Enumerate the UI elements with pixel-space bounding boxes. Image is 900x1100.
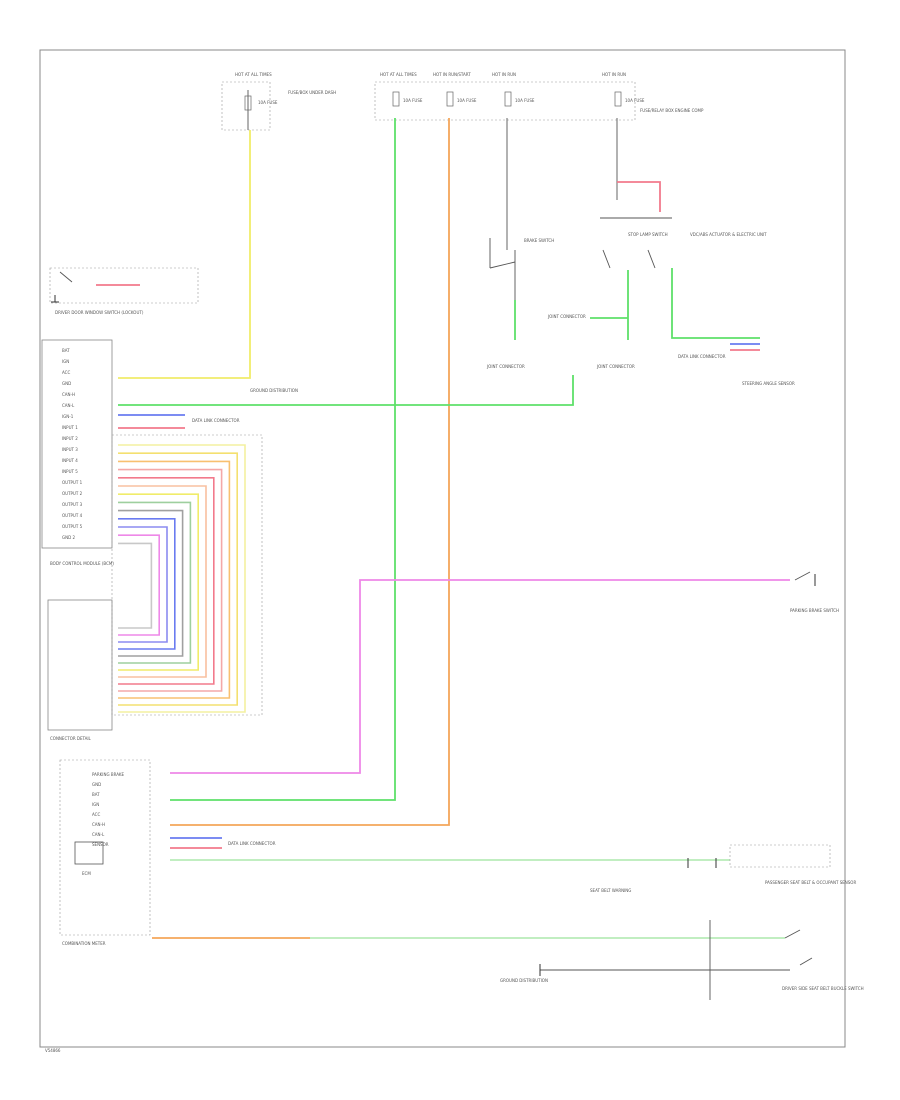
seatbelt-warning-label: SEAT BELT WARNING (590, 888, 631, 893)
parking-brake-label: PARKING BRAKE SWITCH (790, 608, 839, 613)
occupant-sensor: PASSENGER SEAT BELT & OCCUPANT SENSOR SE… (590, 844, 856, 893)
rainbow-wire-6 (118, 493, 199, 671)
junction-label-2: JOINT CONNECTOR (486, 364, 525, 369)
fuse-label-1: 10A FUSE (258, 100, 278, 105)
junction-label-1: JOINT CONNECTOR (547, 314, 586, 319)
driver-seatbelt-label: DRIVER SIDE SEAT BELT BUCKLE SWITCH (782, 986, 864, 991)
bcm-module: BODY CONTROL MODULE (BCM) (41, 339, 263, 716)
parking-brake-switch: PARKING BRAKE SWITCH (790, 571, 839, 613)
rainbow-wire-1 (118, 452, 238, 706)
rainbow-wire-8 (118, 509, 184, 657)
combination-meter: ECM COMBINATION METER (59, 759, 151, 946)
fuse-header-2: HOT AT ALL TIMES (380, 72, 417, 77)
rainbow-wire-10 (118, 526, 168, 643)
bcm-pin-1: IGN (62, 359, 69, 364)
meter-pin-0: PARKING BRAKE (92, 772, 125, 777)
bcm-pin-7: INPUT 1 (62, 425, 78, 430)
stop-lamp-switch-label: STOP LAMP SWITCH (628, 232, 668, 237)
rainbow-wire-7 (118, 501, 192, 664)
wire-orange-trunk (170, 118, 450, 826)
driver-seatbelt-switch: DRIVER SIDE SEAT BELT BUCKLE SWITCH (782, 929, 864, 991)
fuse-note-1: FUSE/BOX UNDER DASH (288, 90, 336, 95)
wire-red-loop (617, 181, 661, 212)
brake-switch-label: BRAKE SWITCH (524, 238, 554, 243)
meter-pin-4: ACC (92, 812, 100, 817)
vdc-unit-label: VDC/ABS ACTUATOR & ELECTRIC UNIT (690, 232, 767, 237)
diagram-frame (39, 49, 846, 1048)
rainbow-wire-4 (118, 477, 215, 685)
bcm-pin-0: BAT (62, 348, 70, 353)
steer-datalink-label: DATA LINK CONNECTOR (678, 354, 726, 359)
bcm-pin-9: INPUT 3 (62, 447, 78, 452)
bcm-pin-2: ACC (62, 370, 70, 375)
brake-switch-symbol: BRAKE SWITCH (489, 238, 554, 300)
bcm-pin-11: INPUT 5 (62, 469, 78, 474)
fuse-label-4: 10A FUSE (515, 98, 535, 103)
fuse-header-3: HOT IN RUN/START (433, 72, 471, 77)
meter-datalink-label: DATA LINK CONNECTOR (228, 841, 276, 846)
connector-detail-label: CONNECTOR DETAIL (50, 736, 92, 741)
page-code: V54866 (45, 1048, 61, 1053)
bcm-label: BODY CONTROL MODULE (BCM) (50, 561, 114, 566)
bcm-pin-14: OUTPUT 3 (62, 502, 83, 507)
wire-yellow-bcm (118, 130, 251, 379)
fuse-box-left: HOT AT ALL TIMES 10A FUSE FUSE/BOX UNDER… (221, 72, 336, 131)
bcm-pin-16: OUTPUT 5 (62, 524, 83, 529)
rainbow-wire-5 (118, 485, 207, 678)
meter-pin-labels: PARKING BRAKE GND BAT IGN ACC CAN-H CAN-L SENSO… (92, 772, 125, 847)
driver-window-switch: DRIVER DOOR WINDOW SWITCH (LOCKOUT) (49, 267, 199, 315)
bcm-pin-4: CAN-H (62, 392, 75, 397)
meter-pin-2: BAT (92, 792, 100, 797)
fuse-header-5: HOT IN RUN (602, 72, 626, 77)
rainbow-wire-9 (118, 518, 176, 650)
bcm-pin-6: IGN-1 (62, 414, 74, 419)
bcm-ground-label: GROUND DISTRIBUTION (250, 388, 298, 393)
bcm-pin-8: INPUT 2 (62, 436, 78, 441)
fuse-box-right: HOT AT ALL TIMES HOT IN RUN/START HOT IN… (374, 72, 704, 121)
rainbow-wires (118, 444, 246, 713)
meter-pin-6: CAN-L (92, 832, 105, 837)
connector-detail: CONNECTOR DETAIL (47, 599, 113, 741)
wire-green-vdc (671, 268, 760, 339)
wire-green-bcm (118, 375, 574, 406)
meter-pin-1: GND (92, 782, 101, 787)
junction-label-3: JOINT CONNECTOR (596, 364, 635, 369)
occupant-sensor-label: PASSENGER SEAT BELT & OCCUPANT SENSOR (765, 880, 856, 885)
bottom-ground-label: GROUND DISTRIBUTION (500, 978, 548, 983)
bcm-pin-17: GND 2 (62, 535, 75, 540)
stop-lamp-switch-symbol: STOP LAMP SWITCH VDC/ABS ACTUATOR & ELEC… (602, 232, 767, 269)
rainbow-wire-3 (118, 468, 223, 692)
bcm-pin-15: OUTPUT 4 (62, 513, 83, 518)
bcm-pin-3: GND (62, 381, 71, 386)
bcm-pin-10: INPUT 4 (62, 458, 78, 463)
meter-label: COMBINATION METER (62, 941, 106, 946)
meter-ecm-label: ECM (82, 871, 91, 876)
bcm-datalink-label: DATA LINK CONNECTOR (192, 418, 240, 423)
rainbow-wire-0 (118, 444, 246, 713)
fuse-label-3: 10A FUSE (457, 98, 477, 103)
rainbow-wire-12 (118, 542, 153, 629)
steering-angle-label: STEERING ANGLE SENSOR (742, 381, 795, 386)
meter-pin-3: IGN (92, 802, 99, 807)
rainbow-wire-2 (118, 460, 231, 699)
fuse-label-2: 10A FUSE (403, 98, 423, 103)
wire-green-trunk (170, 118, 396, 801)
rainbow-wire-11 (118, 534, 160, 636)
driver-window-label: DRIVER DOOR WINDOW SWITCH (LOCKOUT) (55, 310, 144, 315)
fuse-header-4: HOT IN RUN (492, 72, 516, 77)
wire-pink-parking (170, 579, 790, 774)
bcm-pin-12: OUTPUT 1 (62, 480, 83, 485)
bcm-pin-5: CAN-L (62, 403, 75, 408)
meter-pin-5: CAN-H (92, 822, 105, 827)
fuse-label-5: 10A FUSE (625, 98, 645, 103)
bcm-pin-13: OUTPUT 2 (62, 491, 83, 496)
meter-pin-7: SENSOR (92, 842, 109, 847)
fuse-note-5: FUSE/RELAY BOX ENGINE COMP (640, 108, 704, 113)
fuse-header-1: HOT AT ALL TIMES (235, 72, 272, 77)
